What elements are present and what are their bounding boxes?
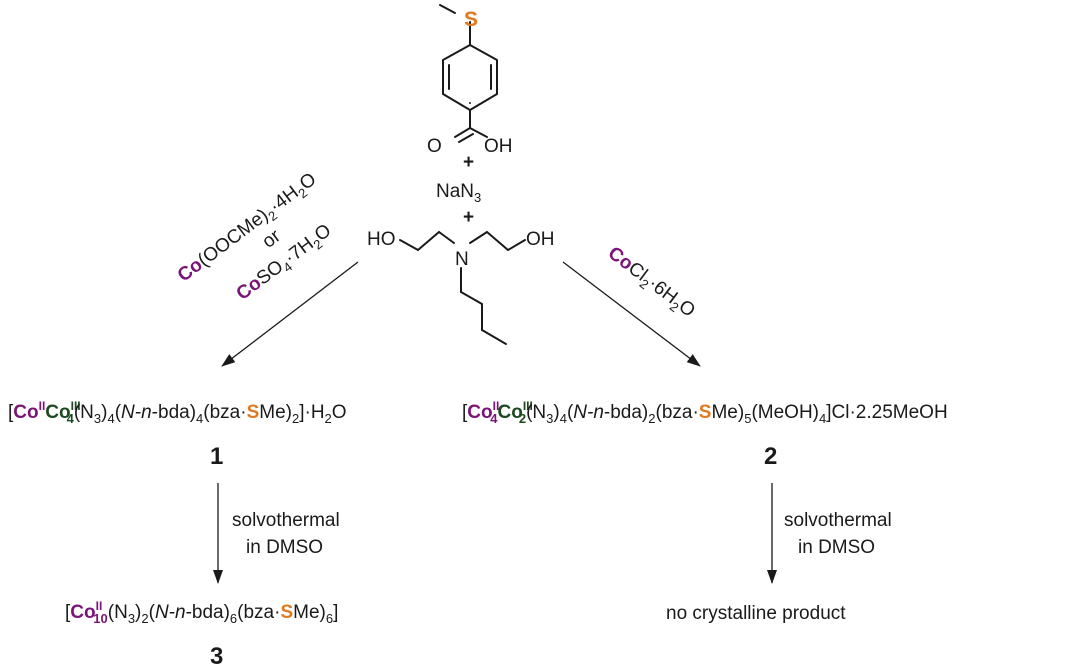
plus-sign-1: + <box>463 152 474 173</box>
compound-1-number: 1 <box>210 443 223 470</box>
left-reaction-conditions: Co(OOCMe)2·4H2O or CoSO4·7H2O <box>174 169 335 305</box>
methyl-bond <box>439 4 456 14</box>
sulfur-atom: S <box>464 8 478 31</box>
right-reaction-conditions: CoCl2·6H2O <box>602 243 699 324</box>
arrow-to-compound-2 <box>562 261 701 367</box>
right-step-line-1: solvothermal <box>784 510 892 531</box>
arrow-to-compound-1 <box>221 261 359 367</box>
no-product-label: no crystalline product <box>666 603 846 624</box>
butyl-bond-4 <box>481 329 507 345</box>
cobalt-chloride-label: CoCl2·6H2O <box>602 243 699 324</box>
acid-hydroxyl: OH <box>484 136 513 157</box>
plus-sign-2: + <box>463 207 474 228</box>
amine-bond-3 <box>438 231 455 244</box>
n-butyldiethanolamine-structure: HO N OH <box>367 229 555 345</box>
carbonyl-oxygen: O <box>427 136 442 157</box>
amine-bond-1 <box>399 239 419 251</box>
compound-2-number: 2 <box>764 443 777 470</box>
benzene-ring <box>442 44 498 111</box>
amine-nitrogen: N <box>455 249 469 270</box>
amine-bond-4 <box>469 231 488 244</box>
amine-bond-2 <box>417 231 440 251</box>
sodium-azide-label: NaN3 <box>436 181 481 205</box>
left-step-line-2: in DMSO <box>246 537 323 558</box>
methylthio-benzoic-acid-structure: S O OH <box>427 4 513 157</box>
amine-hydroxyl-left: HO <box>367 229 396 250</box>
left-step-line-1: solvothermal <box>232 510 340 531</box>
amine-bond-6 <box>507 239 526 251</box>
carbonyl-bond-b <box>458 133 474 143</box>
cobalt-acetate-label: Co(OOCMe)2·4H2O <box>174 169 322 289</box>
butyl-bond-2 <box>460 291 483 305</box>
carbonyl-bond-a <box>454 127 471 138</box>
amine-hydroxyl-right: OH <box>526 229 555 250</box>
hydroxyl-bond <box>469 127 488 138</box>
amine-bond-5 <box>486 231 509 251</box>
right-step-line-2: in DMSO <box>798 537 875 558</box>
or-label: or <box>259 225 286 252</box>
compound-3-number: 3 <box>210 643 223 670</box>
